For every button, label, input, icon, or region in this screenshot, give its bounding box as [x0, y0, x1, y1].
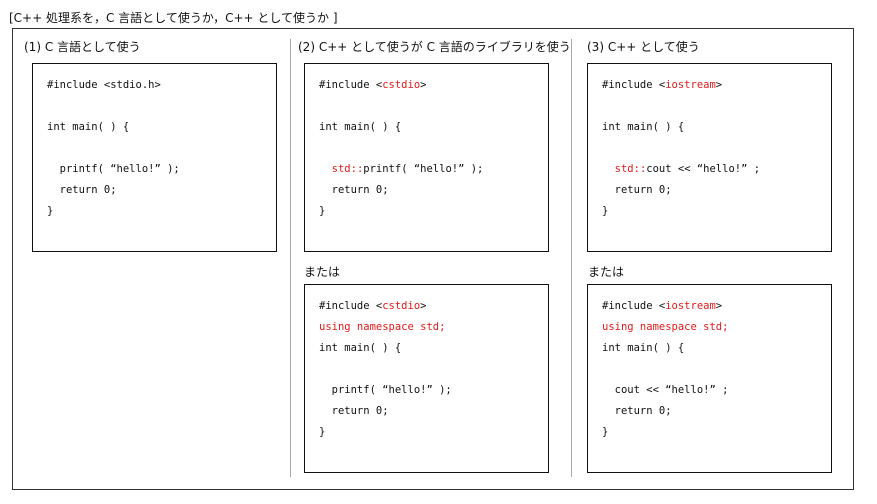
column-1-heading: (1) C 言語として使う	[24, 40, 141, 54]
code-line: int main( ) {	[602, 120, 684, 134]
code-text: >	[715, 300, 723, 312]
code-line: int main( ) {	[47, 120, 129, 134]
code-line: printf( “hello!” );	[319, 383, 452, 397]
code-highlight: std::	[331, 163, 364, 175]
column-3-alt-label: または	[588, 265, 625, 279]
column-divider-2	[571, 39, 572, 477]
code-text: #include <stdio.h>	[47, 79, 161, 91]
code-text: }	[47, 205, 54, 217]
column-2-alt-label: または	[304, 265, 341, 279]
code-text: int main( ) {	[319, 121, 402, 133]
code-text: #include <	[602, 79, 666, 91]
code-text	[319, 163, 332, 175]
code-box-cpp-cstdio-using-namespace: #include <cstdio> using namespace std; int…	[304, 284, 549, 473]
code-line: #include <stdio.h>	[47, 78, 161, 92]
code-line: return 0;	[319, 183, 389, 197]
code-text: printf( “hello!” );	[363, 163, 484, 175]
code-text: printf( “hello!” );	[319, 384, 452, 396]
code-line: }	[319, 204, 325, 218]
code-highlight: std::	[614, 163, 647, 175]
column-2-heading: (2) C++ として使うが C 言語のライブラリを使う	[298, 40, 571, 54]
code-highlight: using namespace std;	[319, 321, 446, 333]
code-text: printf( “hello!” );	[47, 163, 180, 175]
code-line: #include <cstdio>	[319, 78, 426, 92]
code-text: int main( ) {	[47, 121, 130, 133]
code-line: int main( ) {	[319, 120, 401, 134]
code-text: }	[319, 426, 326, 438]
outer-frame	[12, 28, 854, 490]
code-line: }	[602, 425, 608, 439]
code-line: #include <iostream>	[602, 299, 722, 313]
code-line: }	[47, 204, 53, 218]
code-text: int main( ) {	[602, 342, 685, 354]
code-line: int main( ) {	[319, 341, 401, 355]
code-highlight: using namespace std;	[602, 321, 729, 333]
code-line: return 0;	[602, 183, 672, 197]
code-line: std::printf( “hello!” );	[319, 162, 484, 176]
code-text: #include <	[319, 79, 383, 91]
code-text: return 0;	[319, 184, 389, 196]
code-text: >	[420, 79, 427, 91]
code-box-cpp-iostream-std-prefix: #include <iostream>int main( ) { std::co…	[587, 63, 832, 252]
code-line: }	[602, 204, 608, 218]
code-text: #include <	[319, 300, 383, 312]
code-text: cout << “hello!” ;	[602, 384, 729, 396]
code-box-c-style: #include <stdio.h> int main( ) { printf( …	[32, 63, 277, 252]
code-highlight: cstdio	[382, 300, 421, 312]
code-text: return 0;	[319, 405, 389, 417]
code-text: }	[602, 205, 609, 217]
code-line: return 0;	[602, 404, 672, 418]
code-line: std::cout << “hello!” ;	[602, 162, 760, 176]
code-text: }	[602, 426, 609, 438]
code-line: using namespace std;	[319, 320, 445, 334]
code-line: using namespace std;	[602, 320, 728, 334]
code-text: return 0;	[602, 405, 672, 417]
code-line: }	[319, 425, 325, 439]
code-highlight: iostream	[665, 300, 716, 312]
code-text: return 0;	[602, 184, 672, 196]
code-text	[602, 163, 615, 175]
code-box-cpp-cstdio-std-prefix: #include <cstdio>int main( ) { std::prin…	[304, 63, 549, 252]
code-line: #include <cstdio>	[319, 299, 426, 313]
code-text: }	[319, 205, 326, 217]
code-text: int main( ) {	[602, 121, 685, 133]
code-text: >	[715, 79, 723, 91]
code-highlight: cstdio	[382, 79, 421, 91]
page-title: [C++ 処理系を，C 言語として使うか，C++ として使うか ]	[9, 11, 338, 25]
code-highlight: iostream	[665, 79, 716, 91]
code-line: return 0;	[319, 404, 389, 418]
code-text: #include <	[602, 300, 666, 312]
code-line: return 0;	[47, 183, 117, 197]
column-divider-1	[290, 39, 291, 477]
code-line: #include <iostream>	[602, 78, 722, 92]
code-box-cpp-iostream-using-namespace: #include <iostream> using namespace std; i…	[587, 284, 832, 473]
code-line: printf( “hello!” );	[47, 162, 180, 176]
code-line: cout << “hello!” ;	[602, 383, 729, 397]
code-text: >	[420, 300, 427, 312]
code-text: int main( ) {	[319, 342, 402, 354]
code-text: return 0;	[47, 184, 117, 196]
code-text: cout << “hello!” ;	[646, 163, 761, 175]
code-line: int main( ) {	[602, 341, 684, 355]
column-3-heading: (3) C++ として使う	[587, 40, 700, 54]
